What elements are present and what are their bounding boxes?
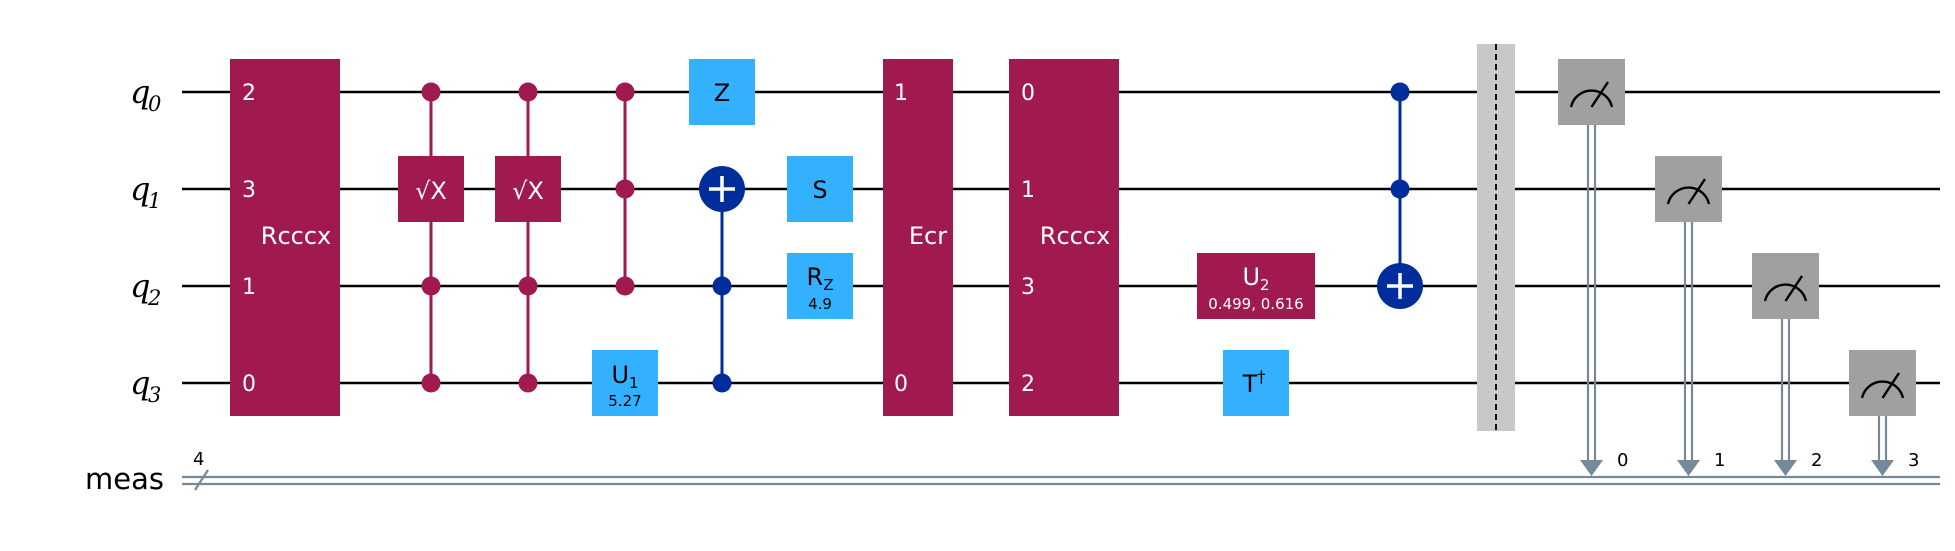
ecr-gate — [883, 59, 953, 416]
qubit-label-1: q — [130, 170, 150, 208]
u2-gate — [1197, 253, 1315, 319]
register-size: 4 — [193, 449, 204, 470]
u2-param: 0.499, 0.616 — [1208, 295, 1303, 313]
csx-1-control-q2 — [421, 276, 441, 296]
u2-label: U2 — [1242, 263, 1269, 294]
csx-2-control-q2 — [518, 276, 538, 296]
rcccx-1-pin-q0: 2 — [242, 81, 256, 106]
rcccx-2-label: Rcccx — [1040, 222, 1110, 250]
rz-gate — [787, 253, 853, 319]
ecr-label: Ecr — [909, 222, 947, 250]
measure-bit-3: 3 — [1908, 450, 1919, 471]
tdg-gate — [1223, 350, 1289, 416]
rcccx-1-label: Rcccx — [261, 222, 331, 250]
u1-label: U1 — [611, 361, 638, 392]
classical-register-label: meas — [85, 462, 164, 496]
u1-gate — [592, 350, 658, 416]
qubit-index-2: 2 — [147, 286, 161, 310]
csx-1-control-q0 — [421, 82, 441, 102]
z-label: Z — [714, 79, 730, 107]
rcccx-2-pin-q0: 0 — [1021, 81, 1035, 106]
sx-gate-2 — [495, 156, 561, 222]
measure-bit-0: 0 — [1617, 450, 1628, 471]
ccz-dot-q2 — [615, 276, 635, 296]
csx-2-control-q3 — [518, 373, 538, 393]
rcccx-2-pin-q3: 2 — [1021, 372, 1035, 397]
rcccx-1-pin-q3: 0 — [242, 372, 256, 397]
qubit-index-3: 3 — [148, 383, 161, 407]
qubit-label-3: q — [130, 364, 150, 402]
rz-param: 4.9 — [808, 295, 832, 313]
tdg-label: T† — [1242, 367, 1266, 398]
s-label: S — [812, 176, 827, 204]
measure-q2 — [1752, 253, 1819, 476]
rcccx-gate-2 — [1009, 59, 1119, 416]
rcccx-1-pin-q1: 3 — [242, 178, 256, 203]
cx-1-control-q3 — [712, 373, 732, 393]
s-gate — [787, 156, 853, 222]
ccx-control-q1 — [1390, 179, 1410, 199]
ccx-control-q0 — [1390, 82, 1410, 102]
rz-label: RZ — [807, 263, 834, 294]
csx-1-control-q3 — [421, 373, 441, 393]
sx-2-label: √X — [512, 177, 544, 205]
rcccx-1-pin-q2: 1 — [242, 275, 256, 300]
ecr-pin-q3: 0 — [894, 372, 908, 397]
measure-q1 — [1655, 156, 1722, 476]
sx-1-label: √X — [415, 177, 447, 205]
measure-bit-2: 2 — [1811, 450, 1822, 471]
ccz-dot-q0 — [615, 82, 635, 102]
register-slash — [194, 469, 209, 491]
measure-q0 — [1558, 59, 1625, 476]
qubit-index-0: 0 — [148, 92, 161, 116]
u1-param: 5.27 — [608, 392, 641, 410]
csx-2-control-q0 — [518, 82, 538, 102]
qubit-label-2: q — [130, 267, 150, 305]
qubit-label-0: q — [130, 73, 150, 111]
ccz-dot-q1 — [615, 179, 635, 199]
cx-1-control-q2 — [712, 276, 732, 296]
rcccx-2-pin-q2: 3 — [1021, 275, 1035, 300]
z-gate — [689, 59, 755, 125]
ecr-pin-q0: 1 — [894, 81, 908, 106]
measure-bit-1: 1 — [1714, 450, 1725, 471]
qubit-index-1: 1 — [148, 189, 161, 213]
rcccx-gate-1 — [230, 59, 340, 416]
measure-q3 — [1849, 350, 1916, 476]
rcccx-2-pin-q1: 1 — [1021, 178, 1035, 203]
sx-gate-1 — [398, 156, 464, 222]
